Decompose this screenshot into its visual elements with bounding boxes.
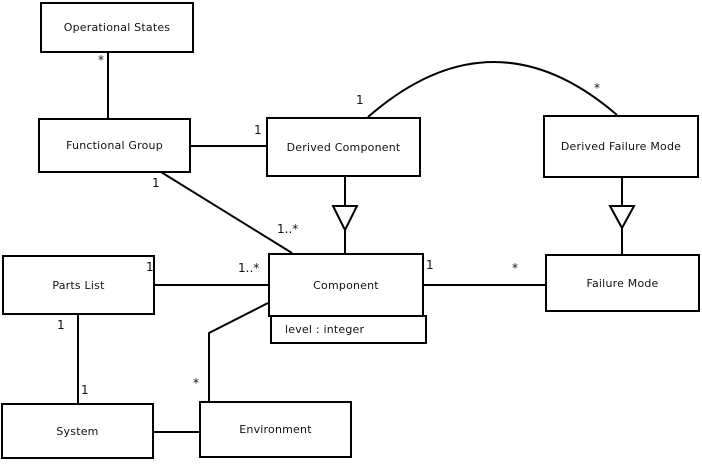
multiplicity-system-end: 1 — [81, 383, 89, 397]
multiplicity-component-end-from-failure-mode: 1 — [426, 258, 434, 272]
multiplicity-parts-list-end: 1 — [146, 260, 154, 274]
class-failure-mode: Failure Mode — [545, 254, 700, 312]
class-derived-failure-mode: Derived Failure Mode — [543, 115, 699, 178]
class-operational-states: Operational States — [40, 2, 194, 53]
class-environment: Environment — [199, 401, 352, 458]
multiplicity-environment-end: * — [193, 376, 199, 390]
multiplicity-derived-component-arc-end: 1 — [356, 93, 364, 107]
association-functional-group-component — [160, 171, 293, 254]
generalization-arrowhead-icon — [608, 205, 636, 231]
class-functional-group: Functional Group — [38, 118, 191, 173]
multiplicity-derived-component-end: 1 — [254, 123, 262, 137]
class-parts-list: Parts List — [2, 255, 155, 315]
multiplicity-component-end-from-functional-group: 1..* — [277, 222, 299, 236]
association-derived-component-derived-failure-mode — [367, 61, 618, 118]
multiplicity-operational-states-end: * — [98, 53, 104, 67]
class-system: System — [1, 403, 154, 459]
multiplicity-component-end-from-parts-list: 1..* — [238, 261, 260, 275]
class-component-attribute: level : integer — [270, 315, 427, 344]
multiplicity-failure-mode-end: * — [512, 261, 518, 275]
class-derived-component: Derived Component — [266, 117, 421, 177]
association-environment-component — [208, 302, 269, 401]
multiplicity-derived-failure-mode-arc-end: * — [594, 81, 600, 95]
multiplicity-functional-group-end: 1 — [152, 176, 160, 190]
multiplicity-parts-list-system-top-end: 1 — [57, 318, 65, 332]
class-component: Component — [268, 253, 424, 317]
generalization-arrowhead-icon — [331, 205, 359, 233]
